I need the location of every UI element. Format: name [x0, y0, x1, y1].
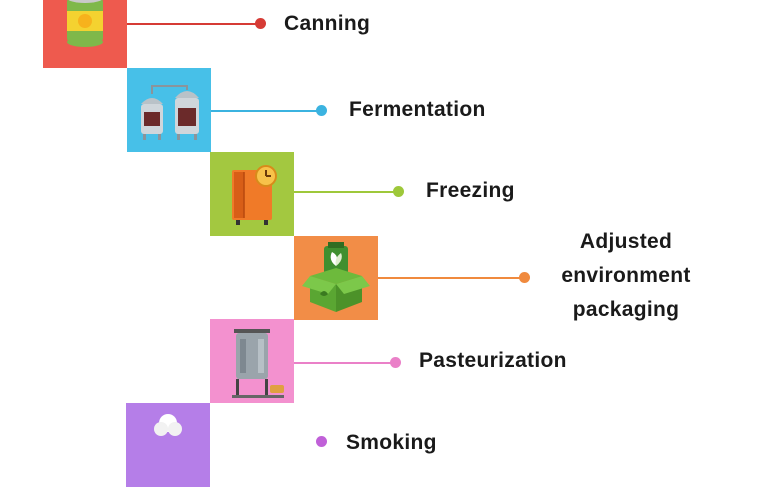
fermentation-tanks-icon	[141, 85, 199, 140]
label-freezing: Freezing	[426, 179, 515, 202]
freezer-icon	[232, 165, 277, 225]
label-line-2: environment	[561, 264, 691, 287]
label-fermentation: Fermentation	[349, 98, 486, 121]
connector-adjusted-environment-packaging	[378, 277, 525, 279]
step-pasteurization: Pasteurization	[0, 0, 780, 403]
smoke-icon	[154, 414, 182, 436]
tile-smoking	[126, 403, 210, 487]
tile-pasteurization	[210, 319, 294, 403]
label-pasteurization: Pasteurization	[419, 349, 567, 372]
step-canning: Canning	[0, 0, 780, 84]
dot-pasteurization	[390, 357, 401, 368]
tile-canning	[43, 0, 127, 68]
connector-pasteurization	[294, 362, 396, 364]
connector-fermentation	[211, 110, 321, 112]
pasteurizer-tank-icon	[232, 329, 284, 398]
tin-can-icon	[67, 0, 103, 47]
tile-adjusted-environment-packaging	[294, 236, 378, 320]
step-fermentation: Fermentation	[0, 0, 780, 152]
tile-fermentation	[127, 68, 211, 152]
step-freezing: Freezing	[0, 0, 780, 236]
label-smoking: Smoking	[346, 431, 437, 454]
dot-fermentation	[316, 105, 327, 116]
connector-freezing	[294, 191, 398, 193]
dot-freezing	[393, 186, 404, 197]
dot-canning	[255, 18, 266, 29]
dot-smoking	[316, 436, 327, 447]
dot-adjusted-environment-packaging	[519, 272, 530, 283]
connector-canning	[127, 23, 261, 25]
step-adjusted-environment-packaging: Adjusted environment packaging	[0, 0, 780, 321]
label-adjusted-environment-packaging: Adjusted environment packaging	[538, 225, 714, 327]
label-line-3: packaging	[572, 298, 680, 321]
label-canning: Canning	[284, 12, 371, 35]
tile-freezing	[210, 152, 294, 236]
eco-box-icon	[302, 242, 370, 312]
label-line-1: Adjusted	[579, 230, 673, 253]
